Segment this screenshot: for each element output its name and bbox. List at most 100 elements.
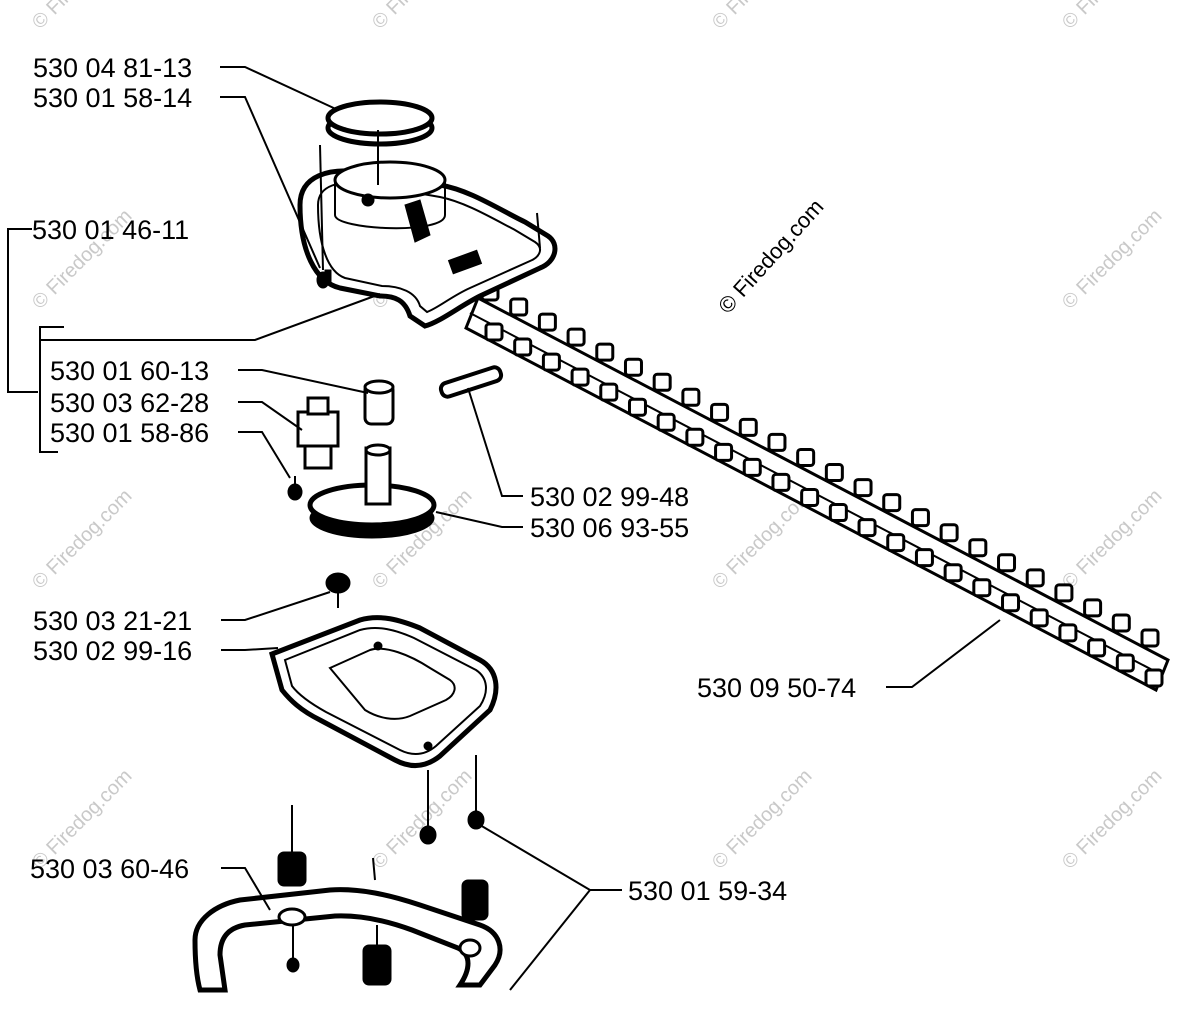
part-label-530-01-60-13: 530 01 60-13 xyxy=(50,356,209,386)
part-label-530-06-93-55: 530 06 93-55 xyxy=(530,513,689,543)
blade-tooth xyxy=(943,563,963,583)
blade-tooth xyxy=(1111,613,1131,633)
part-label-530-04-81-13: 530 04 81-13 xyxy=(33,53,192,83)
blade-tooth xyxy=(824,463,844,483)
blade-tooth xyxy=(997,553,1017,573)
blade-tooth xyxy=(714,442,734,462)
nut-drawing xyxy=(325,572,351,608)
key-drawing xyxy=(438,365,504,399)
leader-line xyxy=(509,889,591,991)
blade-tooth xyxy=(1087,638,1107,658)
firedog-watermark: © Firedog.com xyxy=(713,194,828,318)
part-labels: 530 04 81-13 530 01 58-14 530 01 46-11 5… xyxy=(30,53,856,906)
bushing-drawing xyxy=(363,379,395,426)
leader-line xyxy=(238,369,369,394)
bottom-frame-drawing xyxy=(192,805,503,993)
blade-tooth xyxy=(910,508,930,528)
blade-tooth xyxy=(886,533,906,553)
leader-line xyxy=(479,824,622,891)
leader-line xyxy=(220,66,339,111)
blade-tooth xyxy=(710,402,730,422)
watermark-text: © Firedog.com xyxy=(368,765,477,874)
blade-tooth xyxy=(972,578,992,598)
watermark-text: © Firedog.com xyxy=(708,0,817,34)
pin-drawing xyxy=(296,396,340,470)
watermark-text: © Firedog.com xyxy=(1058,485,1167,594)
gear-housing-drawing xyxy=(297,144,558,329)
blade-tooth xyxy=(857,518,877,538)
part-label-530-02-99-16: 530 02 99-16 xyxy=(33,636,192,666)
leader-lines xyxy=(7,66,1001,991)
watermark-text: © Firedog.com xyxy=(708,765,817,874)
hedge-blade-drawing xyxy=(464,282,1170,693)
blade-tooth xyxy=(968,538,988,558)
blade-tooth xyxy=(1058,623,1078,643)
blade-tooth xyxy=(595,342,615,362)
bracket-line xyxy=(39,326,64,453)
blade-tooth xyxy=(570,367,590,387)
blade-tooth xyxy=(914,548,934,568)
blade-tooth xyxy=(656,412,676,432)
leader-line xyxy=(886,619,1001,688)
leader-line xyxy=(221,591,331,621)
blade-tooth xyxy=(1140,628,1160,648)
bracket-line xyxy=(7,228,38,393)
leader-line xyxy=(40,293,381,341)
blade-tooth xyxy=(939,523,959,543)
part-label-530-01-58-14: 530 01 58-14 xyxy=(33,83,192,113)
leader-line xyxy=(238,401,303,431)
gasket-cover-drawing xyxy=(268,615,499,768)
part-label-530-09-50-74: 530 09 50-74 xyxy=(697,673,856,703)
part-label-530-01-58-86: 530 01 58-86 xyxy=(50,418,209,448)
watermark-text: © Firedog.com xyxy=(1058,765,1167,874)
blade-tooth xyxy=(1083,598,1103,618)
blade-tooth xyxy=(828,503,848,523)
blade-tooth xyxy=(681,387,701,407)
leader-line xyxy=(238,431,291,479)
blade-tooth xyxy=(652,372,672,392)
blade-tooth xyxy=(484,322,504,342)
blade-tooth xyxy=(800,487,820,507)
blade-tooth xyxy=(771,472,791,492)
blade-tooth xyxy=(685,427,705,447)
part-label-530-02-99-48: 530 02 99-48 xyxy=(530,482,689,512)
part-label-530-01-46-11: 530 01 46-11 xyxy=(32,215,189,245)
blade-tooth xyxy=(509,297,529,317)
blade-tooth xyxy=(566,327,586,347)
blade-tooth xyxy=(796,447,816,467)
blade-tooth xyxy=(1115,653,1135,673)
blade-tooth xyxy=(1025,568,1045,588)
part-label-530-03-60-46: 530 03 60-46 xyxy=(30,854,189,884)
blade-tooth xyxy=(742,457,762,477)
blade-tooth xyxy=(1144,668,1164,688)
blade-tooth xyxy=(513,337,533,357)
watermark-text: © Firedog.com xyxy=(1058,0,1167,34)
blade-tooth xyxy=(1054,583,1074,603)
watermark-text: © Firedog.com xyxy=(1058,205,1167,314)
gear-drawing xyxy=(307,443,437,539)
part-label-530-03-62-28: 530 03 62-28 xyxy=(50,388,209,418)
blade-tooth xyxy=(623,357,643,377)
cover-ring-drawing xyxy=(325,99,435,185)
part-label-530-03-21-21: 530 03 21-21 xyxy=(33,606,192,636)
leader-line xyxy=(221,867,271,911)
watermark-text: © Firedog.com xyxy=(28,0,137,34)
blade-tooth xyxy=(1029,608,1049,628)
blade-tooth xyxy=(627,397,647,417)
blade-tooth xyxy=(738,417,758,437)
screws-drawing xyxy=(419,755,485,845)
watermark-text: © Firedog.com xyxy=(28,485,137,594)
leader-line xyxy=(435,511,523,528)
leader-line xyxy=(220,96,321,269)
screw-small-drawing xyxy=(287,476,303,501)
blade-tooth xyxy=(541,352,561,372)
watermark-text: © Firedog.com xyxy=(368,0,477,34)
part-label-530-01-59-34: 530 01 59-34 xyxy=(628,876,787,906)
blade-tooth xyxy=(882,493,902,513)
blade-tooth xyxy=(853,478,873,498)
leader-line xyxy=(221,647,279,651)
blade-tooth xyxy=(537,312,557,332)
blade-tooth xyxy=(599,382,619,402)
